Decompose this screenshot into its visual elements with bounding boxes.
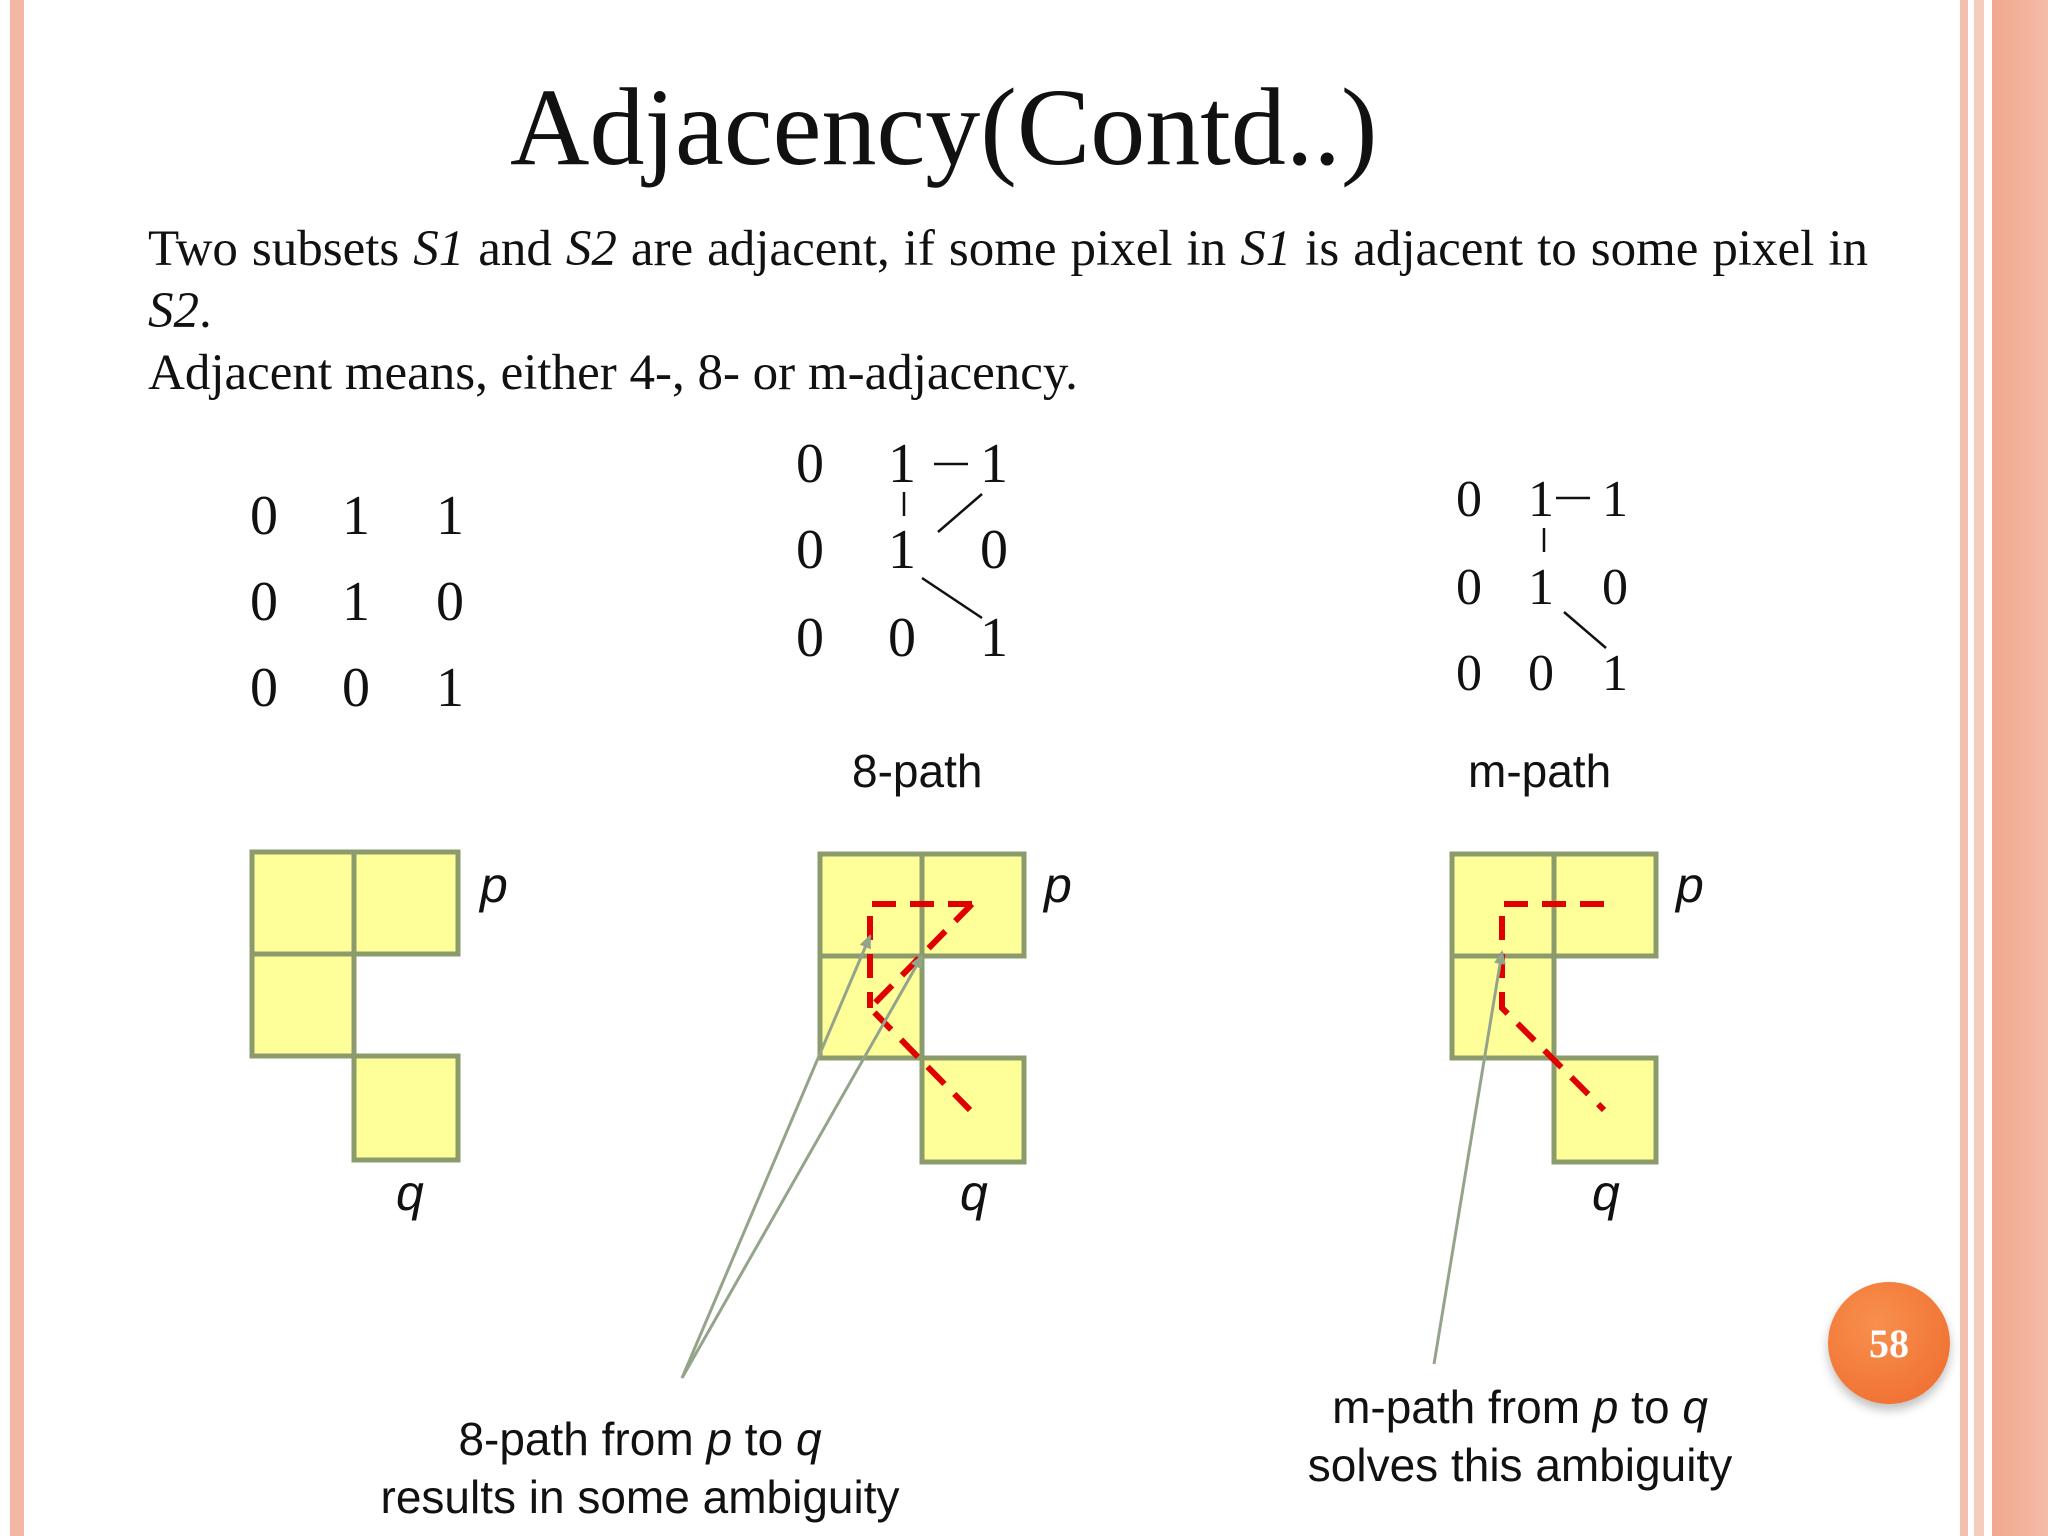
matrix3-cell-r1c0: 0 <box>1456 559 1482 616</box>
matrix3-cell-r0c2: 1 <box>1602 471 1628 528</box>
note-m-to: to <box>1618 1381 1683 1433</box>
callout-arrow-8-a <box>680 934 872 1379</box>
note-m-q: q <box>1682 1381 1708 1433</box>
matrix2-cell-r0c1: 1 <box>888 433 916 495</box>
page-number-badge: 58 <box>1828 1282 1950 1404</box>
para-text-2: and <box>464 221 566 277</box>
left-border <box>10 0 24 1536</box>
matrix2-cell-r2c2: 1 <box>980 607 1008 669</box>
matrix1-cell-r1c2: 0 <box>436 571 464 633</box>
matrix1-cell-r0c0: 0 <box>250 485 278 547</box>
right-border-thin <box>1960 0 1968 1536</box>
matrix3-cell-r2c2: 1 <box>1602 645 1628 702</box>
para-text-1: Two subsets <box>148 221 414 277</box>
slide-title: Adjacency(Contd..) <box>510 66 1378 188</box>
grid2-label-p: p <box>1044 857 1072 913</box>
note-8-line1-a: 8-path from <box>458 1413 707 1465</box>
callout-arrow-8-b <box>680 954 924 1379</box>
caption-8-path: 8-path <box>852 745 983 797</box>
matrix3-cell-r0c0: 0 <box>1456 471 1482 528</box>
matrix2-cell-r1c1: 1 <box>888 519 916 581</box>
grid1-label-p: p <box>480 857 508 913</box>
matrix3-cell-r1c1: 1 <box>1528 559 1554 616</box>
para-text-5: . <box>199 283 212 339</box>
grid3-label-p: p <box>1676 857 1704 913</box>
grid3-cell-2 <box>1551 851 1659 959</box>
matrix1-cell-r2c1: 0 <box>342 657 370 719</box>
caption-m-path: m-path <box>1468 745 1612 797</box>
matrix1-cell-r1c1: 1 <box>342 571 370 633</box>
matrix2-cell-r1c2: 0 <box>980 519 1008 581</box>
grid2-8path-route-a <box>867 901 972 1008</box>
note-m-path: m-path from p to q solves this ambiguity <box>1260 1378 1780 1494</box>
paragraph-adjacent-means: Adjacent means, either 4-, 8- or m-adjac… <box>148 345 1078 401</box>
callout-arrow-m <box>1432 950 1506 1365</box>
matrix3-link-d <box>1563 611 1607 649</box>
matrix2-cell-r0c2: 1 <box>980 433 1008 495</box>
grid2-8path-route-b <box>865 901 975 1113</box>
grid2-cell-1 <box>817 851 925 959</box>
note-m-line1-a: m-path from <box>1332 1381 1593 1433</box>
right-border-thick <box>1992 0 2048 1536</box>
right-border-mid <box>1974 0 1984 1536</box>
matrix3-cell-r1c2: 0 <box>1602 559 1628 616</box>
matrix2-cell-r1c0: 0 <box>796 519 824 581</box>
para-s1: S1 <box>413 221 465 277</box>
matrix3-cell-r2c0: 0 <box>1456 645 1482 702</box>
paragraph-subsets: Two subsets S1 and S2 are adjacent, if s… <box>148 218 1868 342</box>
matrix1-cell-r2c2: 1 <box>436 657 464 719</box>
matrix1-cell-r2c0: 0 <box>250 657 278 719</box>
para-text-4: is adjacent to some pixel in <box>1291 221 1869 277</box>
note-8-to: to <box>732 1413 796 1465</box>
matrix2-cell-r0c0: 0 <box>796 433 824 495</box>
grid3-cell-4 <box>1551 1055 1659 1165</box>
matrix2-link-d2 <box>921 576 983 620</box>
note-8-p: p <box>706 1413 733 1465</box>
grid2-label-q: q <box>960 1165 988 1221</box>
note-m-line2: solves this ambiguity <box>1307 1439 1733 1491</box>
matrix2-link-d1 <box>937 493 983 533</box>
matrix2-cell-r2c0: 0 <box>796 607 824 669</box>
matrix1-cell-r0c2: 1 <box>436 485 464 547</box>
grid3-cell-1 <box>1449 851 1557 959</box>
note-8-q: q <box>795 1413 822 1465</box>
matrix3-cell-r0c1: 1 <box>1528 471 1554 528</box>
grid3-label-q: q <box>1592 1165 1620 1221</box>
grid1-cell-2 <box>351 849 461 957</box>
grid1-cell-1 <box>249 849 357 957</box>
para-text-3: are adjacent, if some pixel in <box>616 221 1241 277</box>
page-number: 58 <box>1869 1320 1909 1366</box>
matrix2-cell-r2c1: 0 <box>888 607 916 669</box>
grid1-label-q: q <box>396 1165 424 1221</box>
note-8-line2: results in some ambiguity <box>380 1471 900 1523</box>
para-s2: S2 <box>565 221 617 277</box>
note-8-path: 8-path from p to q results in some ambig… <box>340 1410 940 1526</box>
grid1-cell-4 <box>351 1053 461 1163</box>
matrix1-cell-r1c0: 0 <box>250 571 278 633</box>
para-s2b: S2 <box>148 283 199 339</box>
matrix1-cell-r0c1: 1 <box>342 485 370 547</box>
matrix3-cell-r2c1: 0 <box>1528 645 1554 702</box>
para-s1b: S1 <box>1240 221 1292 277</box>
note-m-p: p <box>1592 1381 1619 1433</box>
grid1-cell-3 <box>249 951 357 1059</box>
